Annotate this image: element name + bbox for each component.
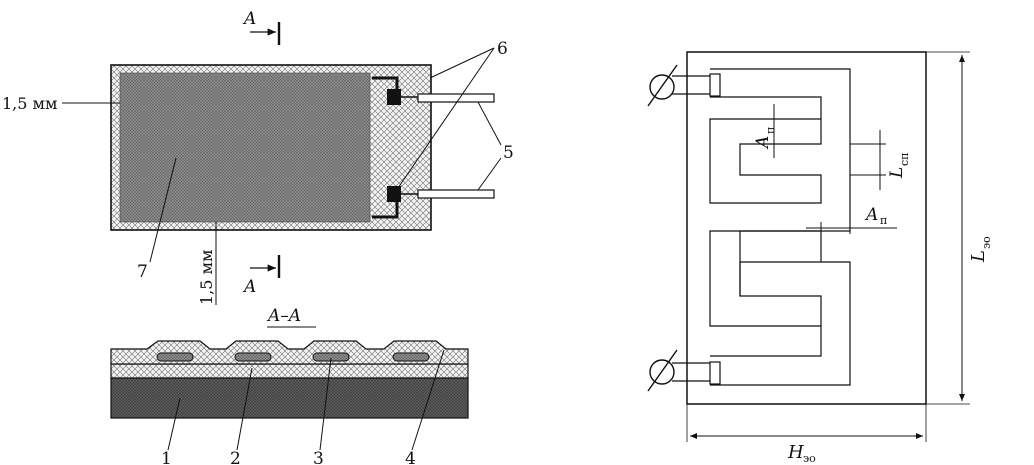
dim-bottom-label: 1,5 мм [197, 250, 216, 305]
callout-6-leader-a [429, 47, 495, 79]
callout-4-leader [411, 349, 445, 451]
terminal-top-box [709, 73, 721, 97]
callout-6: 6 [497, 39, 508, 59]
conductor-strip-2 [234, 352, 272, 362]
serpentine-band-lower-loop [739, 262, 822, 326]
plan-core-region [119, 72, 371, 223]
contact-bottom [372, 199, 399, 219]
label-a-gap-horizontal-sub: п [880, 214, 887, 227]
label-l-sp-sub: сп [898, 153, 911, 167]
label-a-gap-horizontal: A [864, 205, 878, 225]
label-a-gap-vertical-sub: п [764, 127, 777, 134]
lead-bottom [417, 189, 495, 199]
element-outline [686, 51, 927, 405]
terminal-top-slash [647, 64, 678, 107]
dim-left-label: 1,5 мм [2, 94, 57, 113]
plan-view: A A 1,5 мм 1,5 мм 7 6 5 [2, 9, 514, 305]
section-label-bottom: A [242, 277, 256, 297]
callout-1: 1 [161, 449, 172, 465]
conductor-strip-4 [392, 352, 430, 362]
serpentine-band-inner [709, 96, 822, 204]
section-title: A–A [266, 306, 301, 326]
callout-2: 2 [230, 449, 241, 465]
label-l-sp: L [887, 167, 907, 179]
serpentine-band-lower [709, 230, 822, 357]
cover-layer [110, 340, 469, 365]
callout-1-leader [167, 397, 181, 451]
label-l-eo: L [968, 250, 989, 263]
section-label-top: A [242, 9, 256, 29]
callout-7-leader [149, 157, 177, 263]
label-l-eo-sub: эо [980, 236, 993, 249]
callout-5-leader-a [477, 101, 502, 146]
callout-4: 4 [405, 449, 416, 465]
callout-2-leader [236, 367, 253, 451]
terminal-bottom-slash [647, 349, 678, 392]
base-layer [110, 377, 469, 419]
serpentine-view: A п L сп A п L эо H эо [647, 51, 993, 465]
lead-top [417, 93, 495, 103]
callout-6-leader-b [397, 47, 495, 189]
callout-7: 7 [137, 262, 148, 282]
callout-5-leader-b [477, 157, 502, 191]
callout-5: 5 [503, 143, 514, 163]
label-a-gap-vertical: A [753, 136, 773, 150]
conductor-strip-1 [156, 352, 194, 362]
contact-pad-bottom [387, 186, 401, 202]
middle-layer [110, 363, 469, 379]
label-h-eo: H [787, 442, 804, 463]
cross-section-view: A–A 1 2 3 4 [110, 306, 469, 465]
terminal-bottom-box [709, 361, 721, 385]
callout-3: 3 [313, 449, 324, 465]
contact-pad-top [387, 89, 401, 105]
callout-3-leader [319, 357, 332, 451]
serpentine-band-outer [710, 68, 851, 386]
label-h-eo-sub: эо [803, 452, 816, 465]
